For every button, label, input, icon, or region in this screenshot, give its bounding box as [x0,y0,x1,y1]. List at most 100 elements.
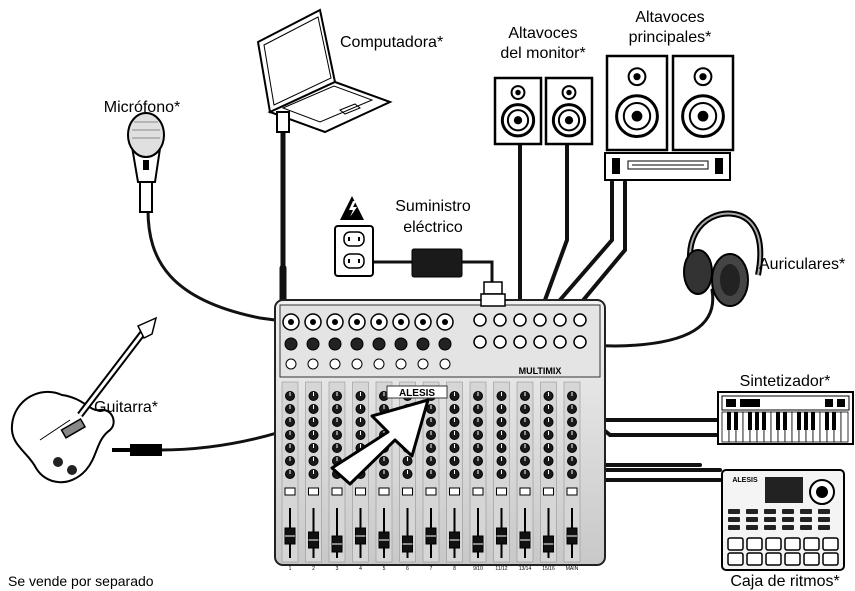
drum-machine-icon: ALESIS [722,470,844,570]
label-footnote: Se vende por separado [8,573,154,589]
channel-number: 13/14 [519,566,532,572]
black-key [825,412,829,430]
power-connector-icon [481,282,505,306]
drum-button [728,525,740,530]
drum-pad [823,553,838,565]
black-key [811,412,815,430]
mute-button [497,488,507,495]
mute-button [567,488,577,495]
synthesizer-icon [718,392,853,444]
line-jack [554,314,566,326]
channel-number: 15/16 [542,566,555,572]
black-key [804,412,808,430]
mute-button [544,488,554,495]
black-key [748,412,752,430]
drum-pad [804,538,819,550]
insert-jack [308,359,318,369]
channel-number: 7 [430,566,433,572]
label-headphones: Auriculares* [759,256,845,273]
drum-button [800,517,812,522]
line-jack [534,314,546,326]
label-monitor-speakers-2: del monitor* [500,45,585,62]
jack-input [395,338,407,350]
black-key [734,412,738,430]
drum-button [764,525,776,530]
mute-button [379,488,389,495]
black-key [755,412,759,430]
drum-pad [747,538,762,550]
speaker-tweeter-center [699,73,706,80]
drum-button [800,525,812,530]
label-guitar: Guitarra* [94,399,158,416]
mute-button [356,488,366,495]
channel-number: 8 [453,566,456,572]
synth-keys [722,412,848,442]
line-jack [574,314,586,326]
insert-jack [440,359,450,369]
jack-input [307,338,319,350]
drum-pad [747,553,762,565]
mute-button [309,488,319,495]
label-synth: Sintetizador* [740,373,831,390]
microphone-icon [128,113,164,212]
drum-button [764,509,776,514]
xlr-pin [332,319,338,325]
line-jack [474,314,486,326]
line-jack [494,336,506,348]
line-jack [534,336,546,348]
channel-number: 2 [312,566,315,572]
power-outlet-icon [335,226,373,276]
label-main-speakers-2: principales* [629,29,712,46]
drum-pad [823,538,838,550]
black-key [783,412,787,430]
insert-jack [418,359,428,369]
label-power-1: Suministro [395,198,471,215]
amplifier-icon [605,153,730,180]
black-key [776,412,780,430]
jack-input [285,338,297,350]
channel-number: 4 [359,566,362,572]
jack-input [351,338,363,350]
line-jack [514,314,526,326]
label-main-speakers-1: Altavoces [635,9,704,26]
drum-button [782,525,794,530]
label-monitor-speakers-1: Altavoces [508,25,577,42]
drum-pad [804,553,819,565]
drum-pad [785,553,800,565]
label-computer: Computadora* [340,34,443,51]
line-jack [554,336,566,348]
label-microphone: Micrófono* [104,99,180,116]
drum-button [782,517,794,522]
speaker-woofer-center [632,111,643,122]
black-key [832,412,836,430]
drum-pad [766,538,781,550]
drum-button [818,517,830,522]
mute-button [332,488,342,495]
mute-button [473,488,483,495]
jack-input [439,338,451,350]
power-adapter-icon [412,249,462,277]
channel-number: 11/12 [495,566,507,572]
mute-button [450,488,460,495]
main-speakers-icon [607,56,733,150]
mute-button [426,488,436,495]
mixer-brand: ALESIS [399,388,435,399]
mute-button [520,488,530,495]
drum-button [818,509,830,514]
xlr-pin [420,319,426,325]
line-jack [574,336,586,348]
black-key [797,412,801,430]
drum-button [818,525,830,530]
insert-jack [286,359,296,369]
line-jack [494,314,506,326]
drum-button [800,509,812,514]
mixer-model: MULTIMIX [519,366,562,376]
drum-pad [728,553,743,565]
black-key [727,412,731,430]
speaker-woofer-center [514,116,522,124]
drum-pad [766,553,781,565]
xlr-pin [288,319,294,325]
channel-number: 1 [289,566,292,572]
